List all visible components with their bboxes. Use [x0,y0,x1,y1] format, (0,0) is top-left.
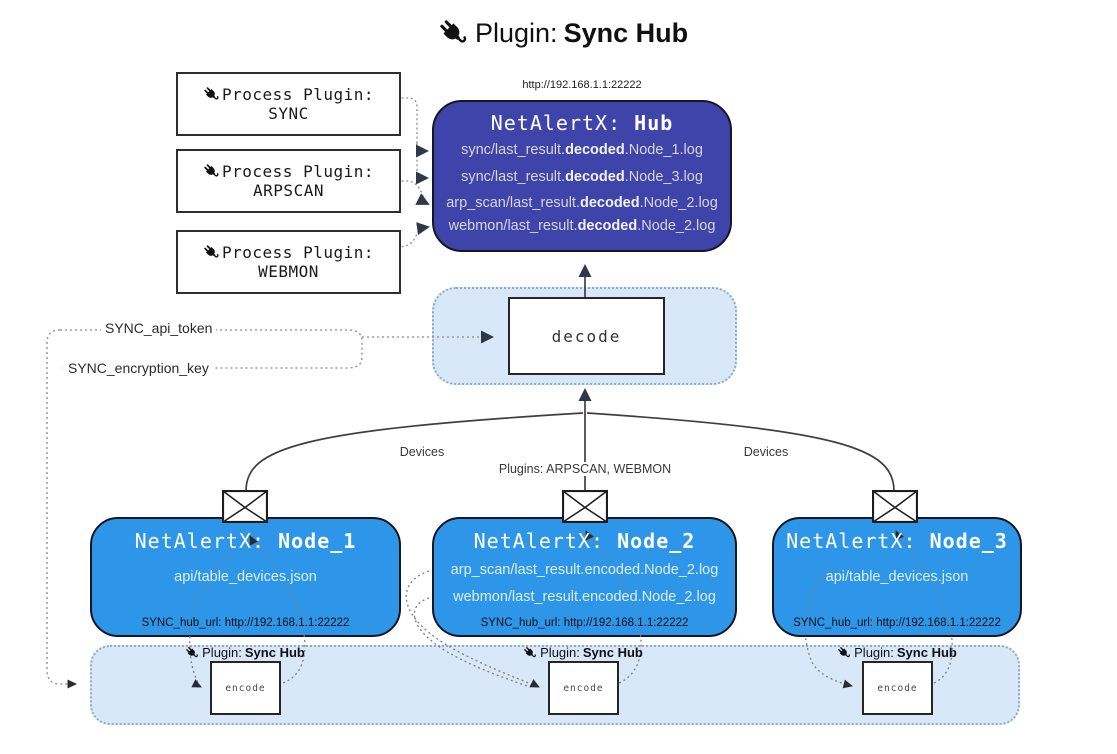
node-file-line: api/table_devices.json [174,569,317,585]
plug-icon [438,18,469,49]
process-plugin-name: SYNC [268,104,309,123]
decode-label: decode [551,326,622,346]
node-footer: SYNC_hub_url: http://192.168.1.1:22222 [480,617,689,629]
process-plugin-box-arpscan: Process Plugin: ARPSCAN [176,149,401,213]
encode-box-3: encode [862,661,933,715]
encode-label: encode [877,682,918,694]
page-title: Plugin: Sync Hub [438,18,688,49]
node-title: NetAlertX: Node_3 [786,529,1008,553]
node-file-line: api/table_devices.json [825,569,969,585]
devices-label-right: Devices [739,445,793,459]
envelope-icon [872,490,918,523]
process-plugin-label: Process Plugin: [222,243,374,262]
envelope-icon [222,490,268,523]
hub-box [432,100,732,252]
hub-url: http://192.168.1.1:22222 [522,79,642,91]
node-file-line: webmon/last_result.encoded.Node_2.log [453,589,716,605]
hub-title-prefix: NetAlertX: [490,111,635,135]
hub-log-line: arp_scan/last_result.decoded.Node_2.log [446,195,718,211]
process-plugin-label: Process Plugin: [222,162,374,181]
encode-label: encode [563,682,604,694]
devices-label-left: Devices [395,445,449,459]
encode-box-1: encode [210,661,281,715]
node-file-line: arp_scan/last_result.encoded.Node_2.log [450,562,719,578]
process-plugin-name: WEBMON [258,262,319,281]
page-title-prefix: Plugin: [475,18,558,48]
plug-icon [185,646,199,660]
encode-box-2: encode [548,661,619,715]
plug-icon [523,646,537,660]
plug-icon [203,86,220,103]
plug-icon [203,244,220,261]
node-title: NetAlertX: Node_2 [473,529,696,553]
band-plugin-label: Plugin: Sync Hub [523,645,643,660]
hub-title-name: Hub [634,111,674,135]
process-plugin-label: Process Plugin: [222,85,374,104]
process-plugin-box-webmon: Process Plugin: WEBMON [176,230,401,294]
page-title-name: Sync Hub [563,18,689,48]
process-connectors [396,97,430,248]
sync-api-token-label: SYNC_api_token [101,320,217,336]
hub-title: NetAlertX: Hub [432,111,732,135]
plugins-label-center: Plugins: ARPSCAN, WEBMON [494,462,676,476]
sync-encryption-key-label: SYNC_encryption_key [64,360,213,376]
node-footer: SYNC_hub_url: http://192.168.1.1:22222 [793,617,1001,629]
node-box-node-1 [90,517,401,637]
band-plugin-label: Plugin: Sync Hub [837,645,957,660]
process-plugin-name: ARPSCAN [253,181,324,200]
encode-label: encode [225,682,266,694]
plug-icon [837,646,851,660]
hub-log-line: webmon/last_result.decoded.Node_2.log [448,218,716,234]
node-title: NetAlertX: Node_1 [134,529,357,553]
plug-icon [203,163,220,180]
hub-log-line: sync/last_result.decoded.Node_3.log [461,169,703,185]
node-footer: SYNC_hub_url: http://192.168.1.1:22222 [141,617,350,629]
band-plugin-label: Plugin: Sync Hub [185,645,305,660]
envelope-icon [562,490,608,523]
decode-box: decode [508,297,665,375]
hub-log-line: sync/last_result.decoded.Node_1.log [461,142,703,158]
process-plugin-box-sync: Process Plugin: SYNC [176,72,401,136]
